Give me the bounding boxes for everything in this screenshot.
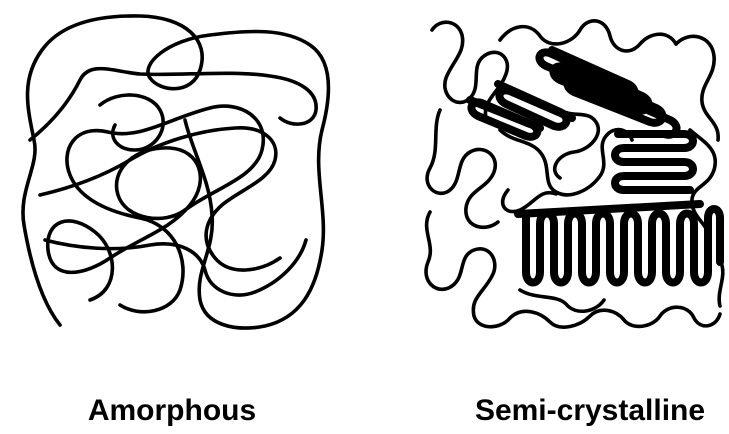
sc-amorphous-left-band [427, 110, 498, 227]
amorphous-polymer-chains [23, 16, 329, 328]
sc-amorphous-bottom-edge [510, 307, 720, 327]
lamella-bottom-top-edge [518, 204, 700, 214]
amorphous-chain-inner-tangle [48, 106, 264, 312]
sc-amorphous-top-right [676, 36, 718, 140]
sc-amorphous-bottom-left [426, 212, 510, 327]
lamella-top-diagonal [539, 50, 676, 135]
amorphous-chain-upper-band [30, 69, 316, 140]
lamella-left-diagonal-2 [498, 84, 572, 127]
sc-amorphous-center-right [555, 110, 599, 178]
semi-crystalline-caption: Semi-crystalline [475, 396, 705, 426]
amorphous-chain-lower-strand [45, 240, 306, 295]
lamella-right-stack [615, 134, 693, 190]
sc-amorphous-top-middle [500, 21, 676, 51]
amorphous-chain-center-loop [100, 95, 163, 150]
sc-amorphous-lower-middle [520, 290, 604, 311]
semi-crystalline-lamellae [470, 50, 720, 283]
lamella-bottom-folded [526, 209, 720, 283]
amorphous-caption: Amorphous [88, 396, 256, 426]
semi-crystalline-polymer-chains [426, 21, 723, 327]
sc-amorphous-bottom-right [719, 260, 723, 306]
